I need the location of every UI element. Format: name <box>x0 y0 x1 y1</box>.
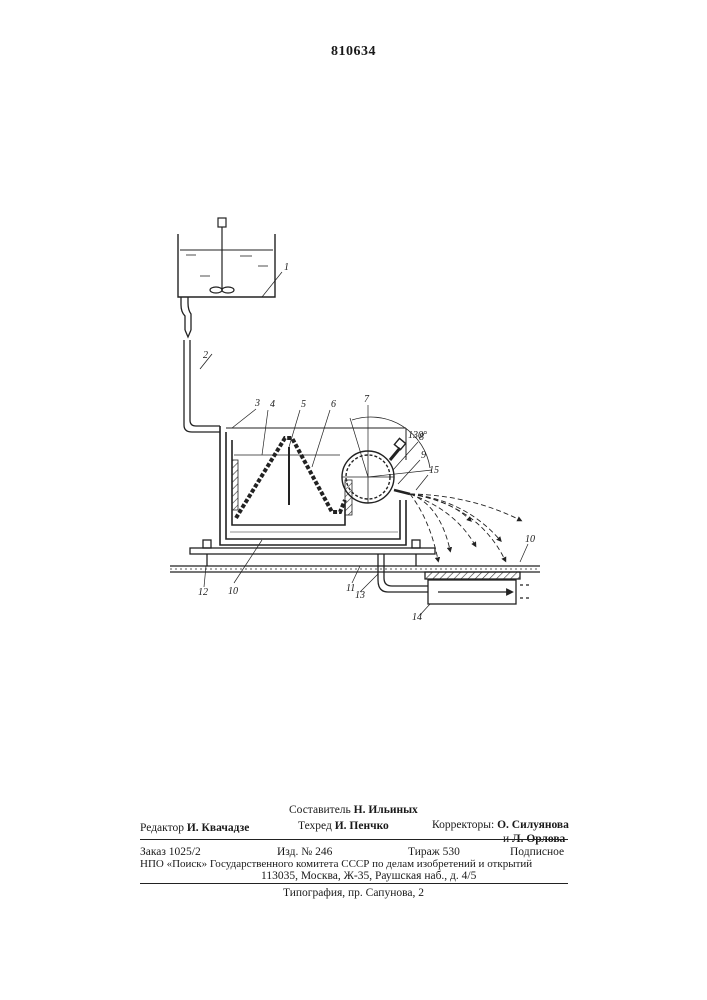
leader-lines <box>204 272 528 615</box>
label-10-right: 10 <box>525 534 535 545</box>
label-9: 9 <box>421 450 426 461</box>
address-line: 113035, Москва, Ж-35, Раушская наб., д. … <box>261 870 476 882</box>
order-number: Заказ 1025/2 <box>140 846 201 858</box>
label-5: 5 <box>301 399 306 410</box>
footer-divider <box>140 883 568 884</box>
label-14: 14 <box>412 612 422 623</box>
label-10-left: 10 <box>228 586 238 597</box>
techred-name: И. Пенчко <box>335 820 389 832</box>
editor-label: Редактор <box>140 822 184 834</box>
label-3: 3 <box>254 398 260 409</box>
circulation: Тираж 530 <box>408 846 460 858</box>
conveyor-belt <box>232 438 352 518</box>
techred-label: Техред <box>298 820 332 832</box>
label-13: 13 <box>355 590 365 601</box>
label-12: 12 <box>198 587 208 598</box>
editor-line: Редактор И. Квачадзе <box>140 822 249 834</box>
correctors-label: Корректоры: <box>432 819 494 831</box>
corrector-1: О. Силуянова <box>497 819 569 831</box>
label-11: 11 <box>346 583 355 594</box>
feed-pipe <box>181 297 220 432</box>
base <box>170 540 540 579</box>
label-15: 15 <box>429 465 439 476</box>
main-tank <box>220 426 406 545</box>
label-7: 7 <box>364 394 370 405</box>
compiler-label: Составитель <box>289 804 351 816</box>
stirrer <box>210 218 234 293</box>
label-2: 2 <box>203 350 208 361</box>
subscription: Подписное <box>510 846 564 858</box>
angle-label: 130° <box>408 430 427 441</box>
label-4: 4 <box>270 399 275 410</box>
editor-name: И. Квачадзе <box>187 822 249 834</box>
techred-line: Техред И. Пенчко <box>298 820 389 832</box>
label-1: 1 <box>284 262 289 273</box>
organization-line: НПО «Поиск» Государственного комитета СС… <box>140 858 532 870</box>
edition-number: Изд. № 246 <box>277 846 332 858</box>
correctors-line: Корректоры: О. Силуянова <box>432 819 569 831</box>
compiler-name: Н. Ильиных <box>354 804 418 816</box>
printing-line: Типография, пр. Сапунова, 2 <box>283 887 424 899</box>
compiler-line: Составитель Н. Ильиных <box>289 804 418 816</box>
footer-divider <box>140 839 568 840</box>
label-6: 6 <box>331 399 336 410</box>
